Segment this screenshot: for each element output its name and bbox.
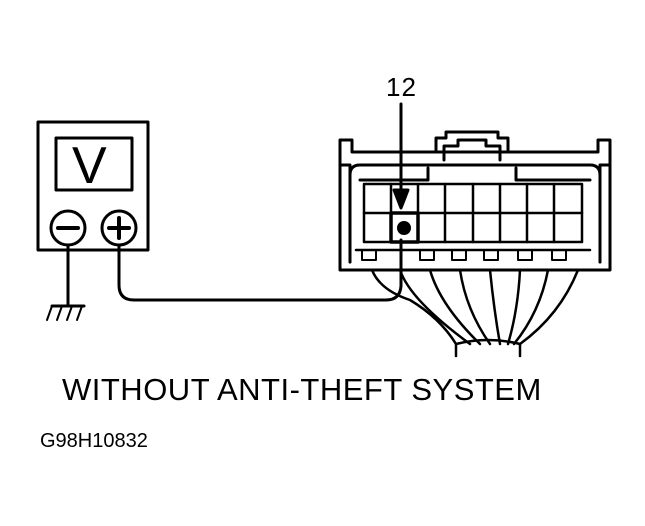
- voltmeter-body: [36, 120, 150, 252]
- wire-harness: [370, 268, 580, 358]
- voltmeter-letter: V: [72, 137, 107, 195]
- diagram-caption: WITHOUT ANTI-THEFT SYSTEM: [62, 372, 542, 407]
- connector: [338, 130, 612, 272]
- pin-arrow: [392, 102, 410, 210]
- probe-contact-dot: [397, 221, 411, 235]
- voltmeter-display: [54, 136, 134, 192]
- figure-id: G98H10832: [40, 430, 148, 452]
- positive-probe-wire: [117, 238, 403, 302]
- pin-number-label: 12: [386, 72, 417, 102]
- pin-12-cell: [389, 211, 420, 244]
- ground-lead: [46, 243, 86, 321]
